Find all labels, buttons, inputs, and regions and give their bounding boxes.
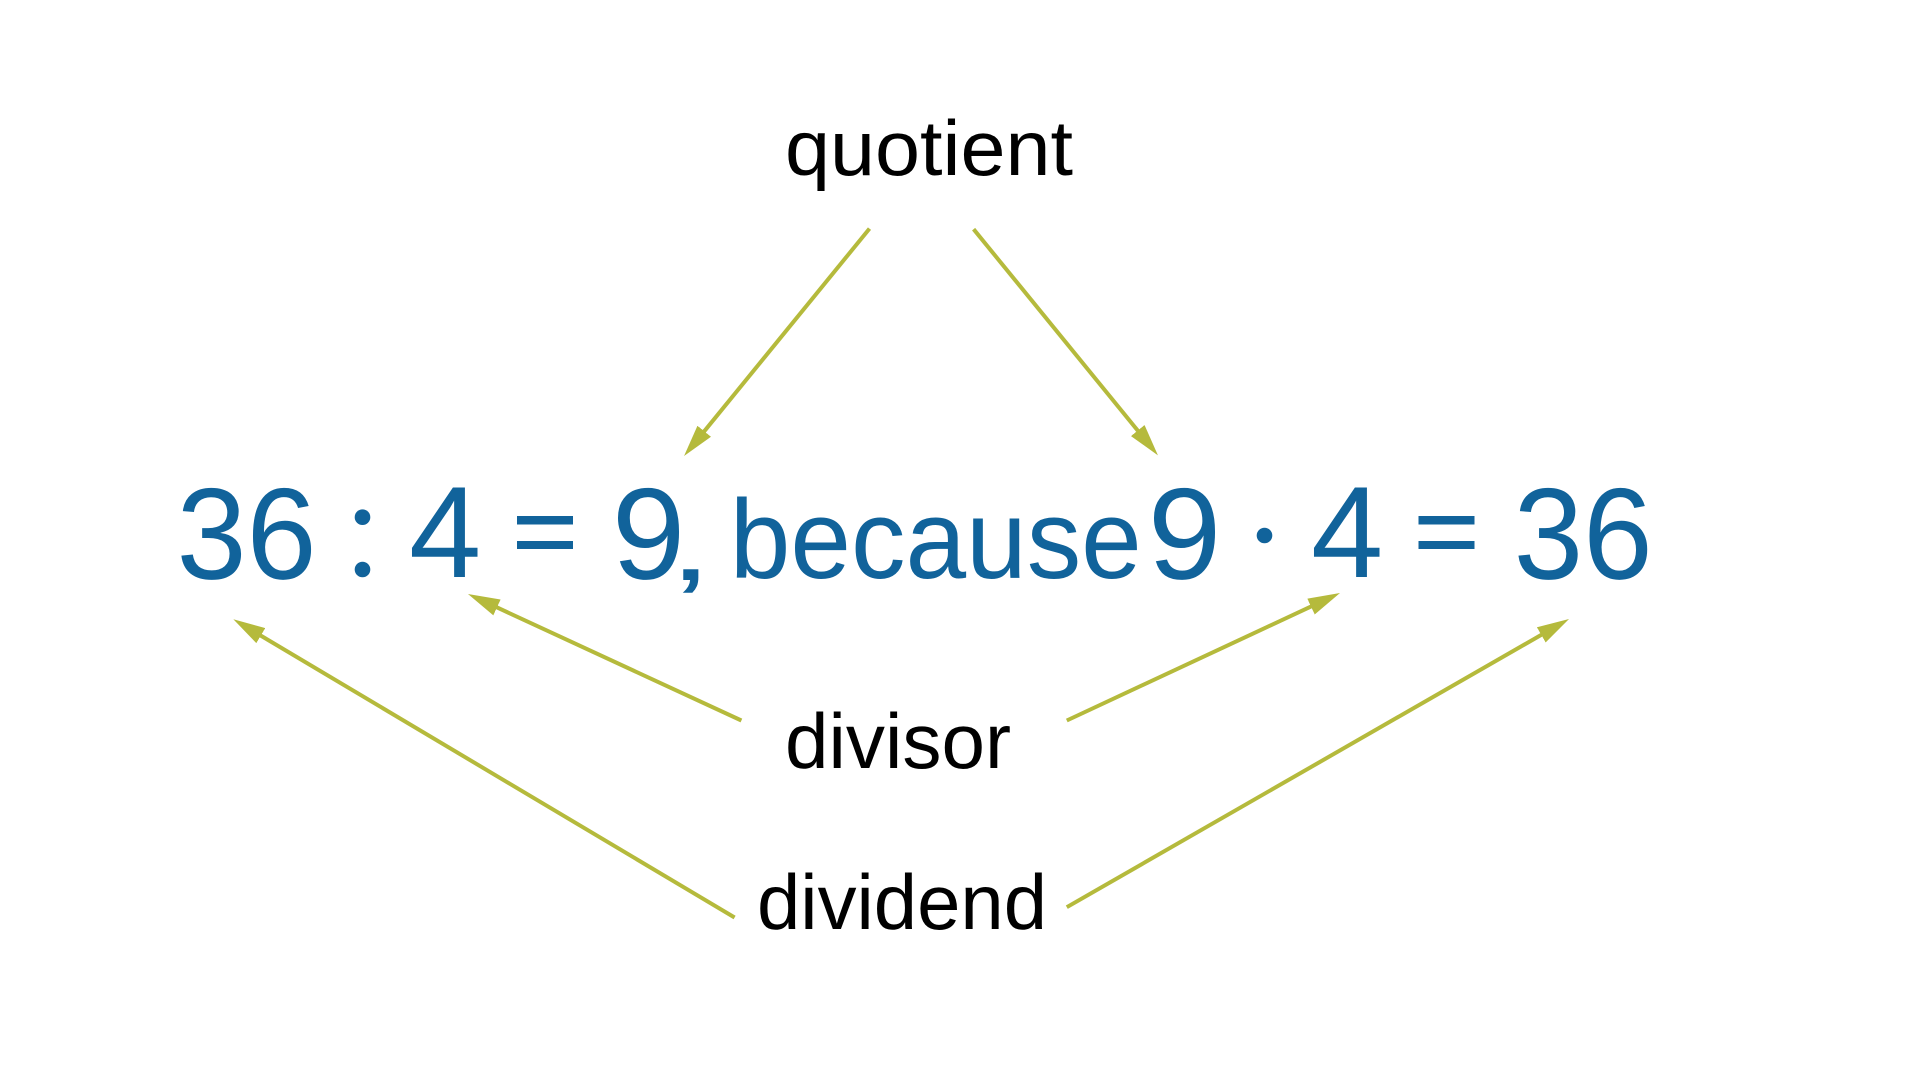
svg-text:9: 9 [612, 461, 686, 607]
svg-text:4: 4 [409, 459, 481, 605]
svg-text:9: 9 [1148, 461, 1222, 607]
svg-text:divisor: divisor [785, 697, 1011, 785]
svg-text:36: 36 [1514, 461, 1653, 607]
svg-text:,: , [669, 490, 713, 602]
svg-text:because: because [730, 477, 1142, 602]
svg-text:36: 36 [177, 461, 317, 607]
svg-text:4: 4 [1311, 459, 1383, 605]
svg-text:dividend: dividend [757, 858, 1047, 946]
svg-text:quotient: quotient [785, 104, 1073, 192]
